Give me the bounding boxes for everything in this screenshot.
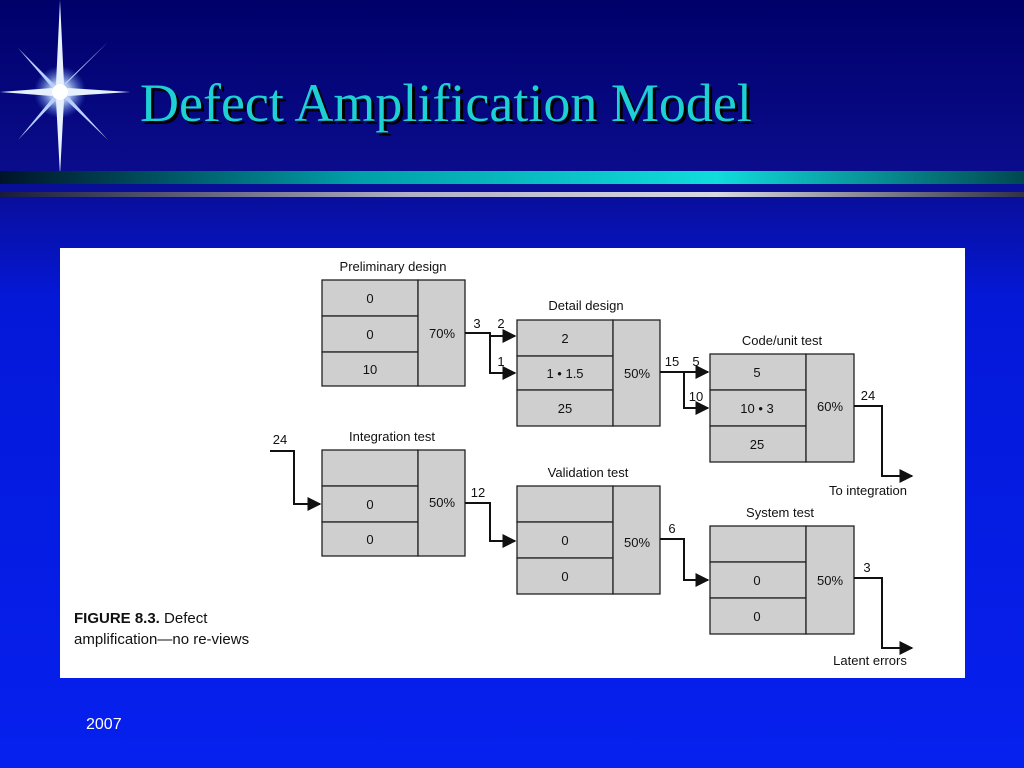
flow-arrow bbox=[854, 577, 914, 655]
figure-panel: Preliminary design 0 0 10 70% Detail des… bbox=[60, 248, 965, 678]
flow-label: 6 bbox=[668, 521, 675, 536]
flow-label: 3 bbox=[863, 560, 870, 575]
output-label: Latent errors bbox=[833, 653, 907, 668]
cell-value: 0 bbox=[753, 609, 760, 624]
figure-caption-label: FIGURE 8.3. bbox=[74, 610, 160, 627]
flow-arrow bbox=[683, 372, 710, 415]
detection-efficiency: 50% bbox=[817, 573, 843, 588]
cell-value: 25 bbox=[750, 437, 764, 452]
stage-detail-design: Detail design 2 1 • 1.5 25 50% bbox=[516, 298, 661, 427]
figure-caption: FIGURE 8.3. Defect amplification—no re-v… bbox=[74, 608, 274, 650]
stage-title: Preliminary design bbox=[340, 259, 447, 274]
stage-title: System test bbox=[746, 505, 814, 520]
cell-value: 0 bbox=[366, 497, 373, 512]
cell-value: 5 bbox=[753, 365, 760, 380]
stage-integration-test: Integration test 0 0 50% bbox=[321, 429, 466, 557]
cell-value: 25 bbox=[558, 401, 572, 416]
flow-label: 24 bbox=[273, 432, 287, 447]
stage-code-unit-test: Code/unit test 5 10 • 3 25 60% bbox=[709, 333, 855, 463]
flow-label: 2 bbox=[497, 316, 504, 331]
stage-title: Validation test bbox=[548, 465, 629, 480]
detection-efficiency: 60% bbox=[817, 399, 843, 414]
starburst-icon bbox=[0, 0, 130, 175]
stage-validation-test: Validation test 0 0 50% bbox=[516, 465, 661, 595]
flow-label: 10 bbox=[689, 389, 703, 404]
defect-amplification-diagram: Preliminary design 0 0 10 70% Detail des… bbox=[270, 259, 914, 668]
flow-label: 12 bbox=[471, 485, 485, 500]
flow-arrow bbox=[270, 450, 322, 511]
flow-label: 3 bbox=[473, 316, 480, 331]
flow-label: 5 bbox=[692, 354, 699, 369]
cell-value: 10 • 3 bbox=[740, 401, 773, 416]
detection-efficiency: 70% bbox=[429, 326, 455, 341]
flow-label: 1 bbox=[497, 354, 504, 369]
detection-efficiency: 50% bbox=[624, 366, 650, 381]
flow-arrow bbox=[660, 538, 710, 587]
figure-caption-text: Defect amplification—no re-views bbox=[74, 610, 250, 648]
flow-arrow bbox=[489, 336, 517, 380]
cell-value: 0 bbox=[366, 291, 373, 306]
cell-value: 0 bbox=[561, 533, 568, 548]
detection-efficiency: 50% bbox=[429, 495, 455, 510]
output-label: To integration bbox=[829, 483, 907, 498]
footer-year: 2007 bbox=[86, 716, 122, 733]
flow-arrow bbox=[465, 502, 517, 548]
title-divider-teal bbox=[0, 171, 1024, 184]
cell-value: 2 bbox=[561, 331, 568, 346]
flow-label: 24 bbox=[861, 388, 875, 403]
stage-title: Code/unit test bbox=[742, 333, 823, 348]
cell-value: 0 bbox=[366, 327, 373, 342]
cell-value: 0 bbox=[561, 569, 568, 584]
stage-system-test: System test 0 0 50% bbox=[709, 505, 855, 635]
cell-value: 1 • 1.5 bbox=[546, 366, 583, 381]
cell-value: 10 bbox=[363, 362, 377, 377]
detection-efficiency: 50% bbox=[624, 535, 650, 550]
flow-label: 15 bbox=[665, 354, 679, 369]
flow-arrow bbox=[465, 329, 517, 343]
flow-arrow bbox=[854, 405, 914, 483]
cell-value: 0 bbox=[366, 532, 373, 547]
stage-preliminary-design: Preliminary design 0 0 10 70% bbox=[321, 259, 466, 387]
stage-title: Integration test bbox=[349, 429, 435, 444]
stage-title: Detail design bbox=[548, 298, 623, 313]
slide-title: Defect Amplification Model bbox=[140, 73, 752, 133]
cell-value: 0 bbox=[753, 573, 760, 588]
title-divider-silver bbox=[0, 192, 1024, 197]
